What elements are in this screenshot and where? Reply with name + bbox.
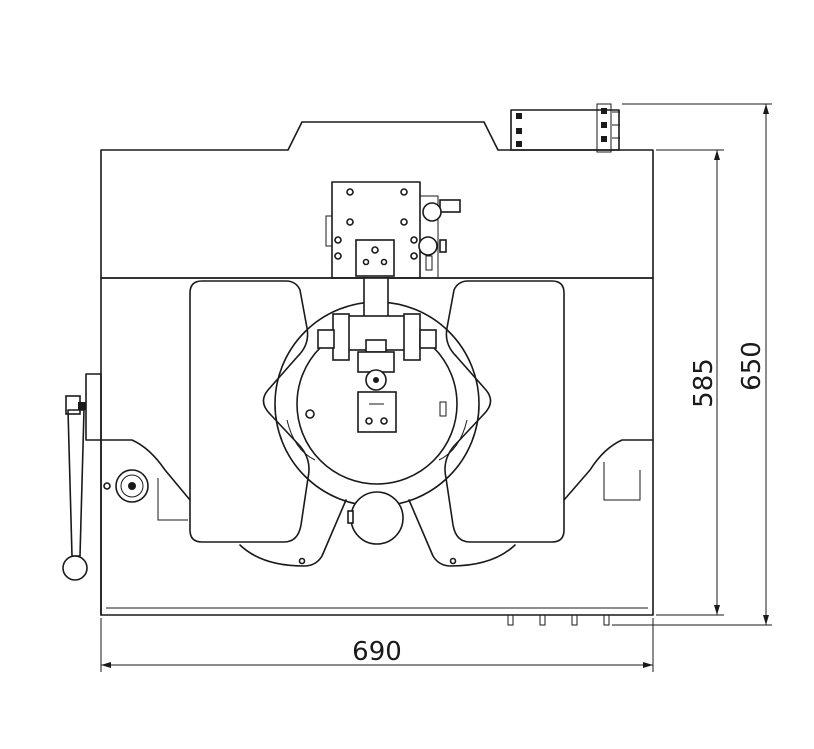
dimension-width <box>100 618 654 672</box>
lower-arms <box>239 499 516 567</box>
connector-board <box>510 103 620 153</box>
dimension-depth <box>656 149 724 616</box>
width-dimension-label: 690 <box>352 637 402 667</box>
dimension-depth-overall <box>612 103 772 626</box>
right-pad <box>444 280 565 543</box>
depth-dimension-label: 585 <box>689 358 719 408</box>
lower-knob <box>347 491 404 545</box>
bottom-pins <box>507 614 610 626</box>
left-side-contour <box>100 439 191 616</box>
side-handle <box>62 373 102 581</box>
overall-depth-dimension-label: 650 <box>737 341 767 391</box>
mounting-block <box>325 181 421 279</box>
gear-knob <box>103 469 149 503</box>
probe-arm <box>317 277 437 433</box>
micrometer-knobs <box>418 195 461 279</box>
right-side-contour <box>563 439 654 501</box>
left-pad <box>189 280 310 543</box>
